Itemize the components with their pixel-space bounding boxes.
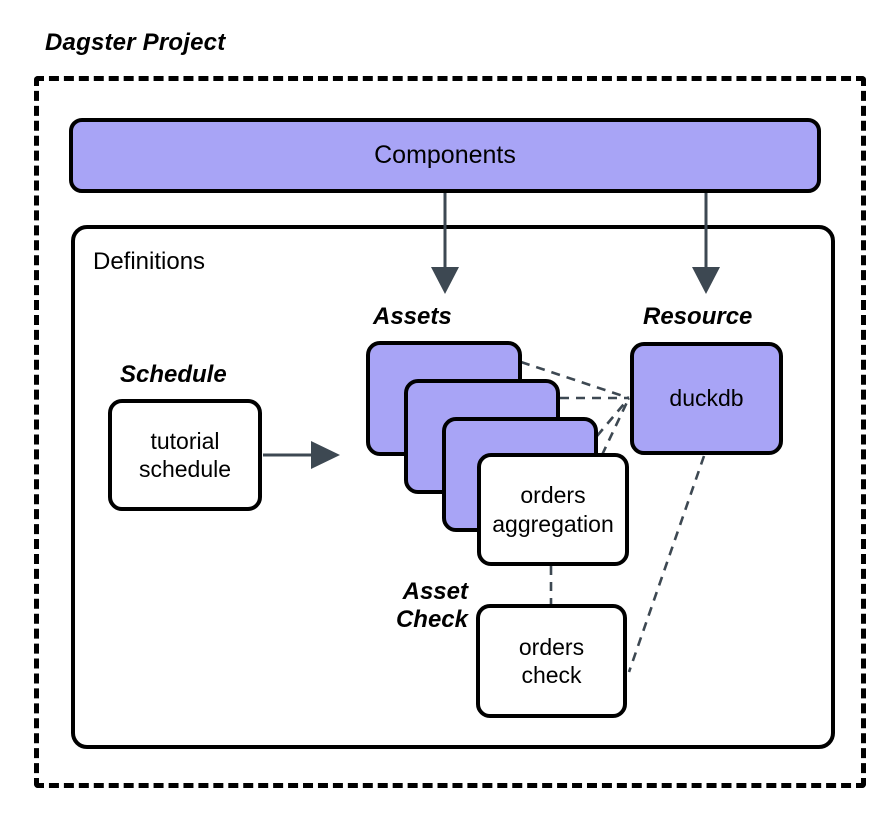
components-node[interactable]: Components xyxy=(69,118,821,193)
tutorial-schedule-node[interactable]: tutorial schedule xyxy=(108,399,262,511)
duckdb-resource-node[interactable]: duckdb xyxy=(630,342,783,455)
caption-schedule: Schedule xyxy=(120,361,227,388)
caption-asset-check: Asset Check xyxy=(395,578,468,634)
tutorial-schedule-line-2: schedule xyxy=(138,456,232,482)
orders-aggregation-line-1: orders xyxy=(520,482,586,509)
duckdb-label: duckdb xyxy=(669,385,744,412)
caption-resource: Resource xyxy=(643,303,753,330)
orders-aggregation-line-2: aggregation xyxy=(492,510,614,537)
definitions-label: Definitions xyxy=(93,248,206,275)
caption-assets: Assets xyxy=(373,303,452,330)
components-label: Components xyxy=(374,141,516,170)
tutorial-schedule-line-1: tutorial xyxy=(150,427,220,454)
orders-check-node[interactable]: orders check xyxy=(476,604,627,718)
orders-check-line-2: check xyxy=(521,662,582,688)
project-title: Dagster Project xyxy=(45,29,226,56)
dagster-project-frame xyxy=(34,76,866,788)
orders-aggregation-node[interactable]: orders aggregation xyxy=(477,453,629,566)
orders-check-line-1: orders xyxy=(518,633,585,660)
